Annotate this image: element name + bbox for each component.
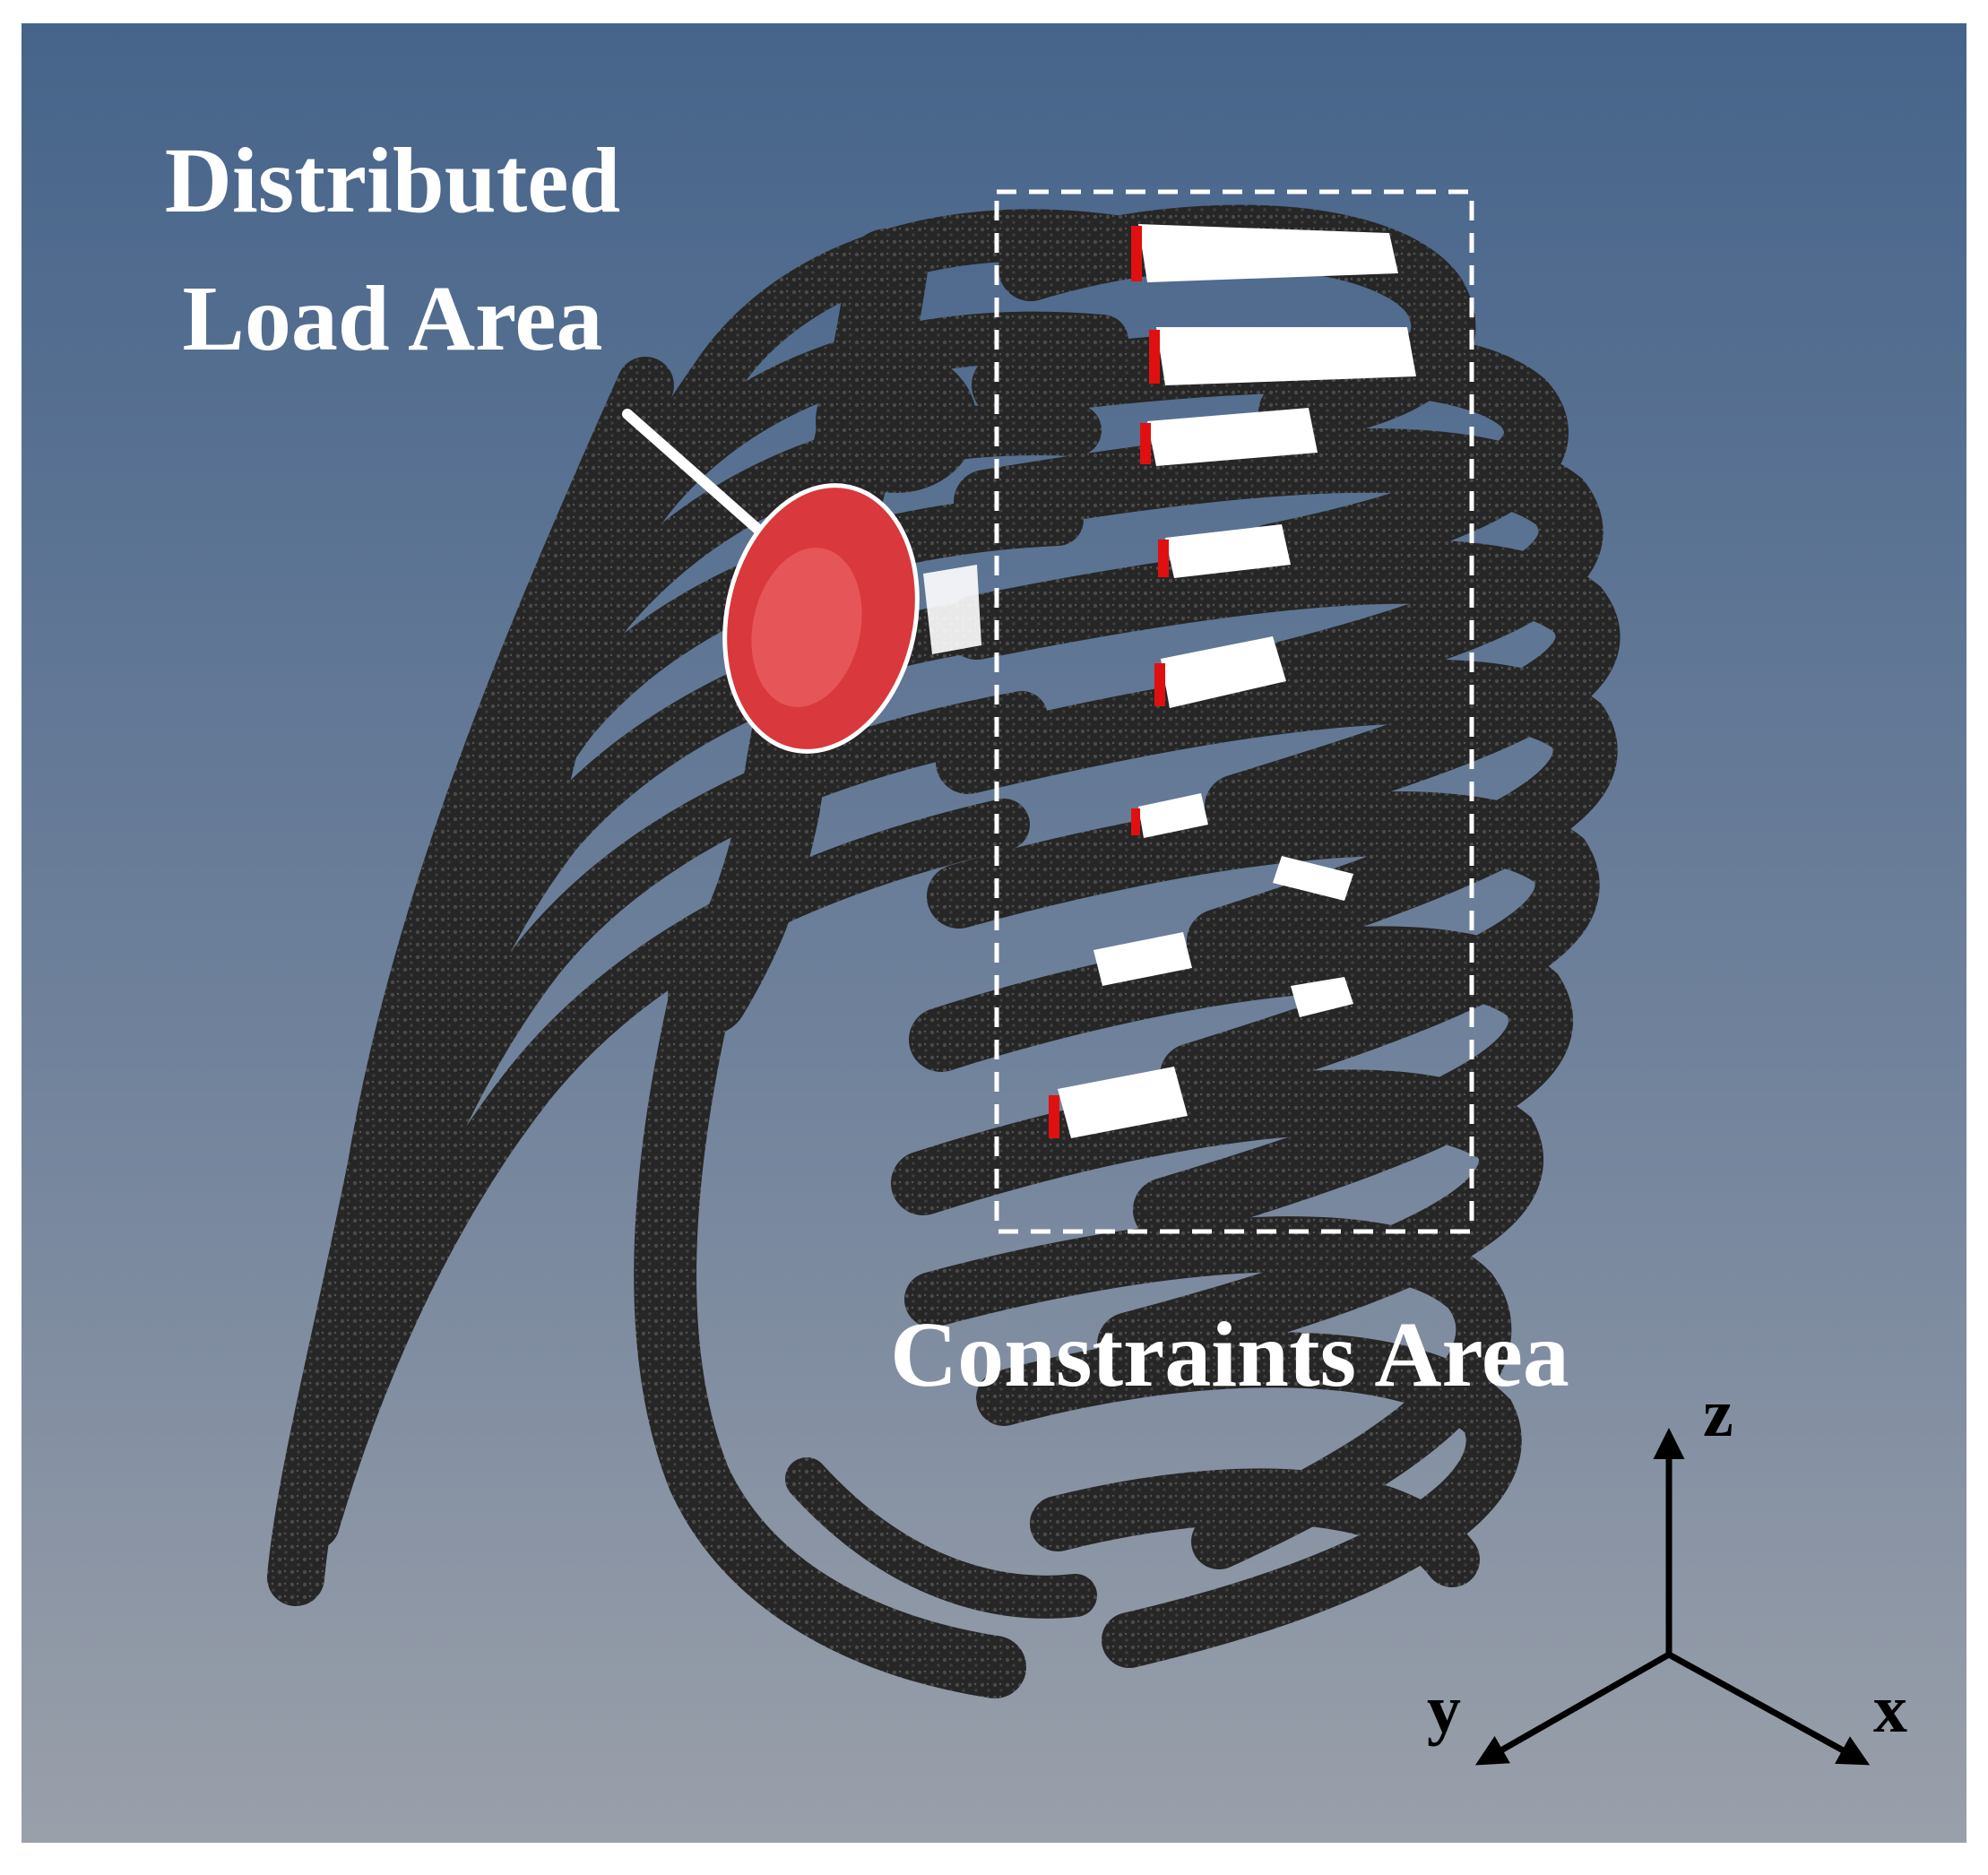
constraint-highlights (923, 224, 1416, 1138)
constraint-patch (1273, 856, 1353, 901)
constraint-patch (1154, 636, 1286, 708)
load-area-shading (751, 548, 862, 707)
constraint-patch (1291, 977, 1353, 1017)
constraint-patch (1049, 1067, 1188, 1138)
y-axis-label: y (1427, 1672, 1461, 1747)
costal-arch (634, 972, 1026, 1698)
manubrium (816, 350, 977, 493)
load-area-label-line2: Load Area (182, 267, 602, 370)
y-axis-arrow (1474, 1651, 1671, 1766)
z-axis-label: z (1703, 1376, 1733, 1451)
spine (267, 357, 674, 1606)
constraint-patch (1140, 408, 1318, 466)
coordinate-axes (1474, 1428, 1871, 1766)
x-axis-arrow (1667, 1651, 1871, 1766)
constraints-area-box (994, 189, 1474, 1234)
x-axis-label: x (1873, 1672, 1907, 1747)
load-leader-line (622, 409, 778, 548)
constraint-patch (923, 565, 981, 654)
constraint-patch (1093, 932, 1192, 986)
lower-ribs (904, 1216, 1522, 1668)
constraints-area-label: Constraints Area (890, 1303, 1569, 1406)
constraint-patch (1131, 793, 1208, 838)
constraint-patch (1158, 524, 1291, 578)
load-area-label-line1: Distributed (165, 129, 620, 232)
lower-arch (785, 1457, 1097, 1619)
distributed-load-marker (622, 409, 920, 754)
constraint-patch (1131, 224, 1398, 282)
constraint-patch (1149, 327, 1416, 385)
